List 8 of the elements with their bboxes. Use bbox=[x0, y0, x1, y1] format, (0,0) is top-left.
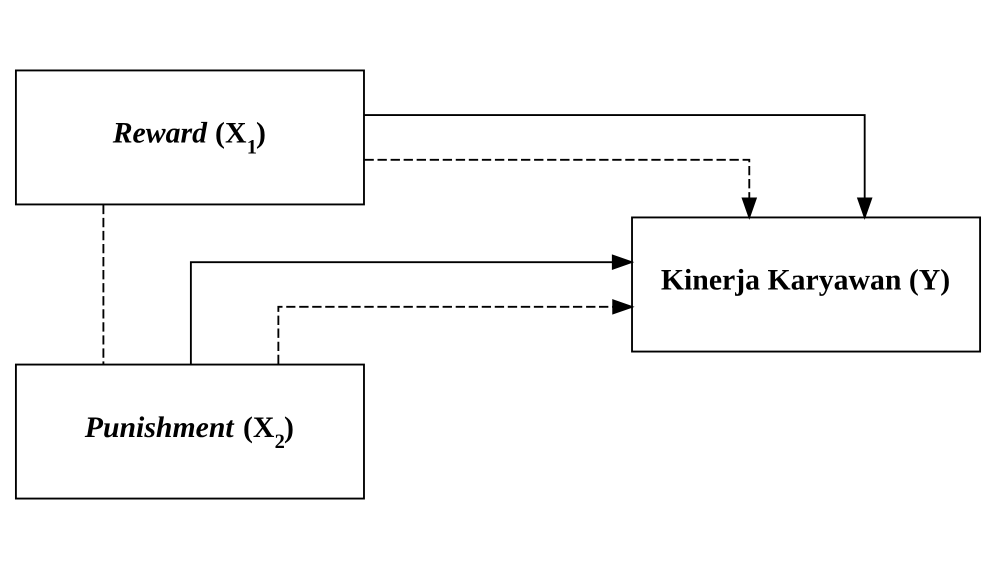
arrow bbox=[364, 158, 758, 220]
connector bbox=[102, 204, 104, 364]
arrow bbox=[190, 254, 634, 364]
arrow bbox=[277, 299, 635, 364]
node-box: Punishment (X$_{2}$) bbox=[14, 364, 365, 500]
node-box: Reward (X$_{1}$) bbox=[14, 70, 365, 206]
node-box: Kinerja Karyawan (Y) bbox=[631, 216, 982, 352]
arrow bbox=[364, 114, 873, 220]
